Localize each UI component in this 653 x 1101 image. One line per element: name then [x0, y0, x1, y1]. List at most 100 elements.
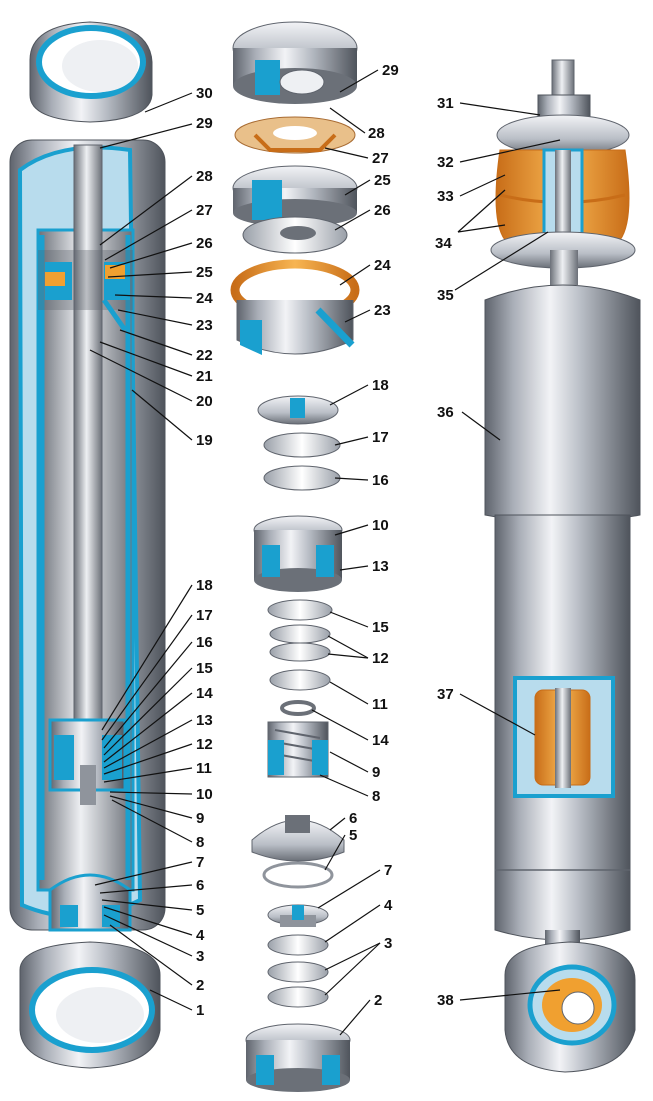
- callout-36: 36: [437, 404, 454, 421]
- callout-31: 31: [437, 95, 454, 112]
- part-seal-and-spring: [230, 259, 360, 355]
- bottom-eye-external: [504, 930, 636, 1073]
- part-disc-3b: [267, 986, 329, 1008]
- external-shock-absorber: [484, 59, 641, 1073]
- part-disc-11: [269, 669, 331, 691]
- callout-23-mid: 23: [374, 302, 391, 319]
- callout-14-left: 14: [196, 685, 213, 702]
- part-valve-seat: [245, 1023, 351, 1092]
- callout-5-left: 5: [196, 902, 204, 919]
- callout-30: 30: [196, 85, 213, 102]
- callout-4-left: 4: [196, 927, 205, 944]
- part-washer-26: [242, 216, 348, 254]
- callout-3-left: 3: [196, 948, 204, 965]
- piston-assembly: [48, 718, 127, 805]
- part-piston: [253, 515, 343, 592]
- part-disc-3a: [267, 961, 329, 983]
- callout-13-mid: 13: [372, 558, 389, 575]
- cutaway-shock-absorber: [9, 21, 166, 1069]
- dust-cover: [484, 284, 641, 523]
- callout-22: 22: [196, 347, 213, 364]
- callout-19: 19: [196, 432, 213, 449]
- part-spring-and-nut: [267, 721, 329, 778]
- callout-11-left: 11: [196, 760, 212, 777]
- callout-2-left: 2: [196, 977, 204, 994]
- rubber-cushions: [495, 148, 630, 242]
- part-spring-5: [262, 861, 334, 889]
- callout-18-mid: 18: [372, 377, 389, 394]
- part-disc-7: [267, 904, 329, 927]
- callout-8-left: 8: [196, 834, 204, 851]
- callout-29-left: 29: [196, 115, 213, 132]
- callout-3-mid: 3: [384, 935, 392, 952]
- callout-12-left: 12: [196, 736, 213, 753]
- part-disc-4: [267, 934, 329, 956]
- callout-27-mid: 27: [372, 150, 389, 167]
- part-rod-guide-nut: [232, 21, 358, 104]
- callout-35: 35: [437, 287, 454, 304]
- callout-13-left: 13: [196, 712, 213, 729]
- rod-guide-upper: [38, 250, 133, 332]
- callout-15-left: 15: [196, 660, 213, 677]
- callout-18-left: 18: [196, 577, 213, 594]
- part-disc-12a: [269, 624, 331, 644]
- callout-16-left: 16: [196, 634, 213, 651]
- exploded-parts: [230, 21, 360, 1092]
- callout-16-mid: 16: [372, 472, 389, 489]
- callout-25-mid: 25: [374, 172, 391, 189]
- callout-12-mid: 12: [372, 650, 389, 667]
- piston-rod: [73, 144, 103, 766]
- callout-27-left: 27: [196, 202, 213, 219]
- callout-11-mid: 11: [372, 696, 388, 713]
- callout-17-mid: 17: [372, 429, 389, 446]
- callout-14-mid: 14: [372, 732, 389, 749]
- part-copper-washer: [234, 116, 356, 154]
- callout-10-mid: 10: [372, 517, 389, 534]
- callout-4-mid: 4: [384, 897, 393, 914]
- callout-28-left: 28: [196, 168, 213, 185]
- part-disc-16: [263, 465, 341, 491]
- callout-34: 34: [435, 235, 452, 252]
- part-ring-14: [280, 700, 316, 716]
- callout-7-left: 7: [196, 854, 204, 871]
- callout-1: 1: [196, 1002, 204, 1019]
- callout-23-left: 23: [196, 317, 213, 334]
- callout-37: 37: [437, 686, 454, 703]
- bump-stop-window: [513, 676, 615, 798]
- compression-valve: [48, 873, 132, 932]
- callout-labels: 30 29 28 27 26 25 24 23 22 21 20 19 18 1…: [196, 62, 454, 1019]
- part-bushing: [232, 165, 358, 227]
- leader-lines: [89, 69, 561, 1036]
- callout-33: 33: [437, 188, 454, 205]
- callout-32: 32: [437, 154, 454, 171]
- callout-25-left: 25: [196, 264, 213, 281]
- part-valve-body: [251, 815, 345, 862]
- callout-21: 21: [196, 368, 213, 385]
- callout-29-mid: 29: [382, 62, 399, 79]
- rod-upper: [550, 250, 578, 285]
- callout-15-mid: 15: [372, 619, 389, 636]
- callout-38: 38: [437, 992, 454, 1009]
- bottom-eye: [19, 941, 161, 1069]
- callout-6-mid: 6: [349, 810, 357, 827]
- callout-5-mid: 5: [349, 827, 357, 844]
- callout-6-left: 6: [196, 877, 204, 894]
- callout-28-mid: 28: [368, 125, 385, 142]
- top-eye: [29, 21, 153, 123]
- callout-17-left: 17: [196, 607, 213, 624]
- callout-26-mid: 26: [374, 202, 391, 219]
- callout-24-mid: 24: [374, 257, 391, 274]
- callout-26-left: 26: [196, 235, 213, 252]
- callout-24-left: 24: [196, 290, 213, 307]
- callout-9-mid: 9: [372, 764, 380, 781]
- callout-20: 20: [196, 393, 213, 410]
- callout-2-mid: 2: [374, 992, 382, 1009]
- callout-9-left: 9: [196, 810, 204, 827]
- part-valve-disc-18: [257, 395, 339, 425]
- part-disc-12b: [269, 642, 331, 662]
- callout-7-mid: 7: [384, 862, 392, 879]
- part-disc-15: [267, 599, 333, 621]
- callout-8-mid: 8: [372, 788, 380, 805]
- part-disc-17: [263, 432, 341, 458]
